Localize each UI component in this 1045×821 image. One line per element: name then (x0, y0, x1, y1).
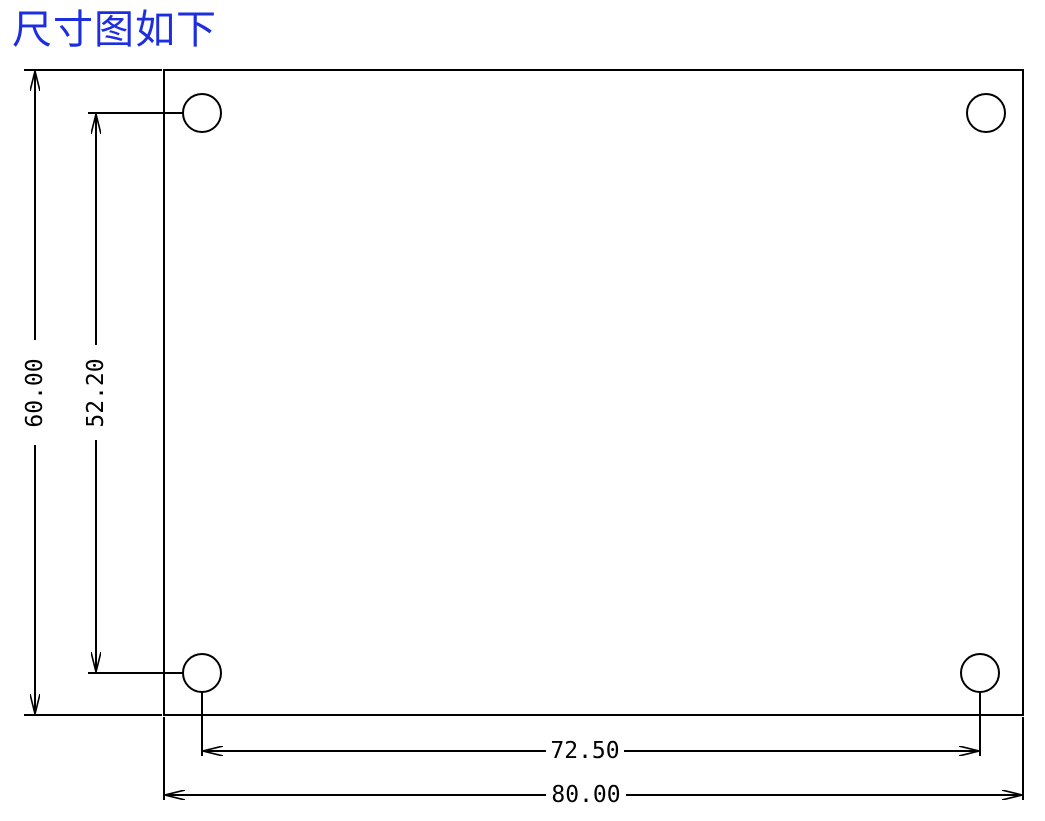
dimension-label-overall-width: 80.00 (551, 782, 620, 808)
dimension-overall-width: 80.00 (163, 717, 1024, 808)
dimension-label-overall-height: 60.00 (22, 358, 48, 427)
dimension-hole-spacing-vertical: 52.20 (83, 112, 183, 674)
mounting-hole-bottom-left (182, 653, 222, 693)
mounting-hole-top-left (182, 93, 222, 133)
dimension-hole-spacing-horizontal: 72.50 (201, 692, 981, 764)
mounting-hole-top-right (966, 93, 1006, 133)
page-title: 尺寸图如下 (12, 7, 217, 53)
dimension-label-hole-spacing-vertical: 52.20 (83, 358, 109, 427)
dimension-label-hole-spacing-horizontal: 72.50 (550, 738, 619, 764)
mounting-hole-bottom-right (960, 653, 1000, 693)
dimension-overall-height: 60.00 (22, 69, 162, 716)
board-outline (163, 69, 1024, 716)
mounting-holes (182, 93, 1006, 693)
